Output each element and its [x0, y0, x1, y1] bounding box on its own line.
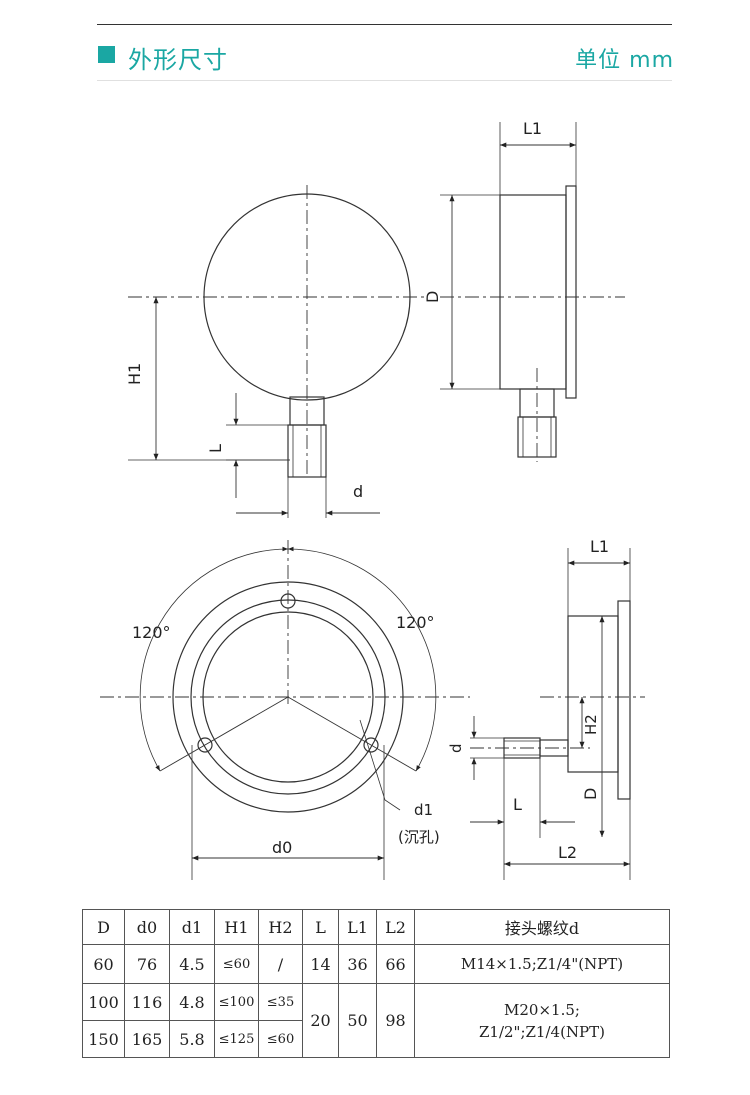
table-row: 60 76 4.5 ≤60 / 14 36 66 M14×1.5;Z1/4"(N…: [82, 944, 670, 984]
cell-D: 100: [82, 983, 125, 1021]
side-view: [440, 122, 625, 462]
cell-L-merged: 20: [302, 983, 339, 1058]
angle-label-right: 120°: [396, 613, 435, 632]
header-cell: 接头螺纹d: [414, 909, 670, 945]
d-label-bottom: D: [581, 788, 600, 800]
h2-label: H2: [582, 714, 600, 735]
back-flange: [617, 600, 631, 800]
angle-label-left: 120°: [132, 623, 171, 642]
l2-label: L2: [558, 843, 577, 862]
cell-d0: 165: [124, 1020, 170, 1058]
header-rule: [97, 80, 672, 81]
cell-H1: ≤100: [214, 983, 259, 1021]
cell-H1: ≤125: [214, 1020, 259, 1058]
section-title: 外形尺寸: [128, 46, 228, 74]
d-label-left: d: [353, 482, 363, 501]
cell-D: 60: [82, 944, 125, 984]
cell-thread-merged: M20×1.5; Z1/2";Z1/4(NPT): [414, 983, 670, 1058]
cell-H2: ≤60: [258, 1020, 303, 1058]
cell-H1: ≤60: [214, 944, 259, 984]
angle-arc-right: [287, 546, 437, 772]
cell-L: 14: [302, 944, 339, 984]
cell-D: 150: [82, 1020, 125, 1058]
cell-d1: 5.8: [169, 1020, 215, 1058]
thread-line-1: M20×1.5;: [504, 1000, 580, 1019]
section-header: 外形尺寸 单位 mm: [0, 36, 750, 76]
l1-label-bottom: L1: [590, 537, 609, 556]
cell-L2-merged: 98: [376, 983, 415, 1058]
header-cell: L1: [338, 909, 377, 945]
header-cell: d1: [169, 909, 215, 945]
cell-d0: 116: [124, 983, 170, 1021]
cell-thread: M14×1.5;Z1/4"(NPT): [414, 944, 670, 984]
sink-hole-label: (沉孔): [398, 828, 440, 846]
h1-label: H1: [125, 363, 144, 385]
flange-view: [100, 540, 470, 880]
thread-line-2: Z1/2";Z1/4(NPT): [478, 1022, 605, 1041]
table-row: 150 165 5.8 ≤125 ≤60: [82, 1020, 670, 1058]
back-connection-view: [470, 548, 645, 880]
d0-label: d0: [272, 838, 292, 857]
side-body: [499, 194, 567, 390]
header-cell: d0: [124, 909, 170, 945]
angle-arc-left: [139, 546, 289, 772]
dimension-drawing: H1 L d L1 D: [100, 119, 645, 880]
header-cell: H2: [258, 909, 303, 945]
cell-d0: 76: [124, 944, 170, 984]
cell-L2: 66: [376, 944, 415, 984]
header-cell: D: [82, 909, 125, 945]
dimension-table: D d0 d1 H1 H2 L L1 L2 接头螺纹d 60 76 4.5 ≤6…: [82, 909, 670, 1058]
header-cell: L2: [376, 909, 415, 945]
unit-label: 单位 mm: [575, 48, 674, 73]
side-flange: [565, 185, 577, 399]
l-label-bottom: L: [513, 795, 522, 814]
header-cell: H1: [214, 909, 259, 945]
d-label-thread: d: [447, 743, 465, 753]
table-header-row: D d0 d1 H1 H2 L L1 L2 接头螺纹d: [82, 909, 670, 945]
thread-connector: [287, 424, 327, 478]
l-label-left: L: [206, 444, 225, 453]
square-bullet-icon: [98, 46, 115, 63]
d-label-side: D: [423, 291, 442, 303]
cell-H2: ≤35: [258, 983, 303, 1021]
cell-L1: 36: [338, 944, 377, 984]
front-view: [128, 185, 425, 518]
table-row: 100 116 4.8 ≤100 ≤35 20 50 98 M20×1.5; Z…: [82, 983, 670, 1058]
back-body: [567, 615, 619, 773]
l1-label-top: L1: [523, 119, 542, 138]
cell-d1: 4.5: [169, 944, 215, 984]
cell-d1: 4.8: [169, 983, 215, 1021]
cell-L1-merged: 50: [338, 983, 377, 1058]
header-cell: L: [302, 909, 339, 945]
top-rule: [97, 24, 672, 25]
cell-H2: /: [258, 944, 303, 984]
d1-label: d1: [414, 801, 433, 819]
